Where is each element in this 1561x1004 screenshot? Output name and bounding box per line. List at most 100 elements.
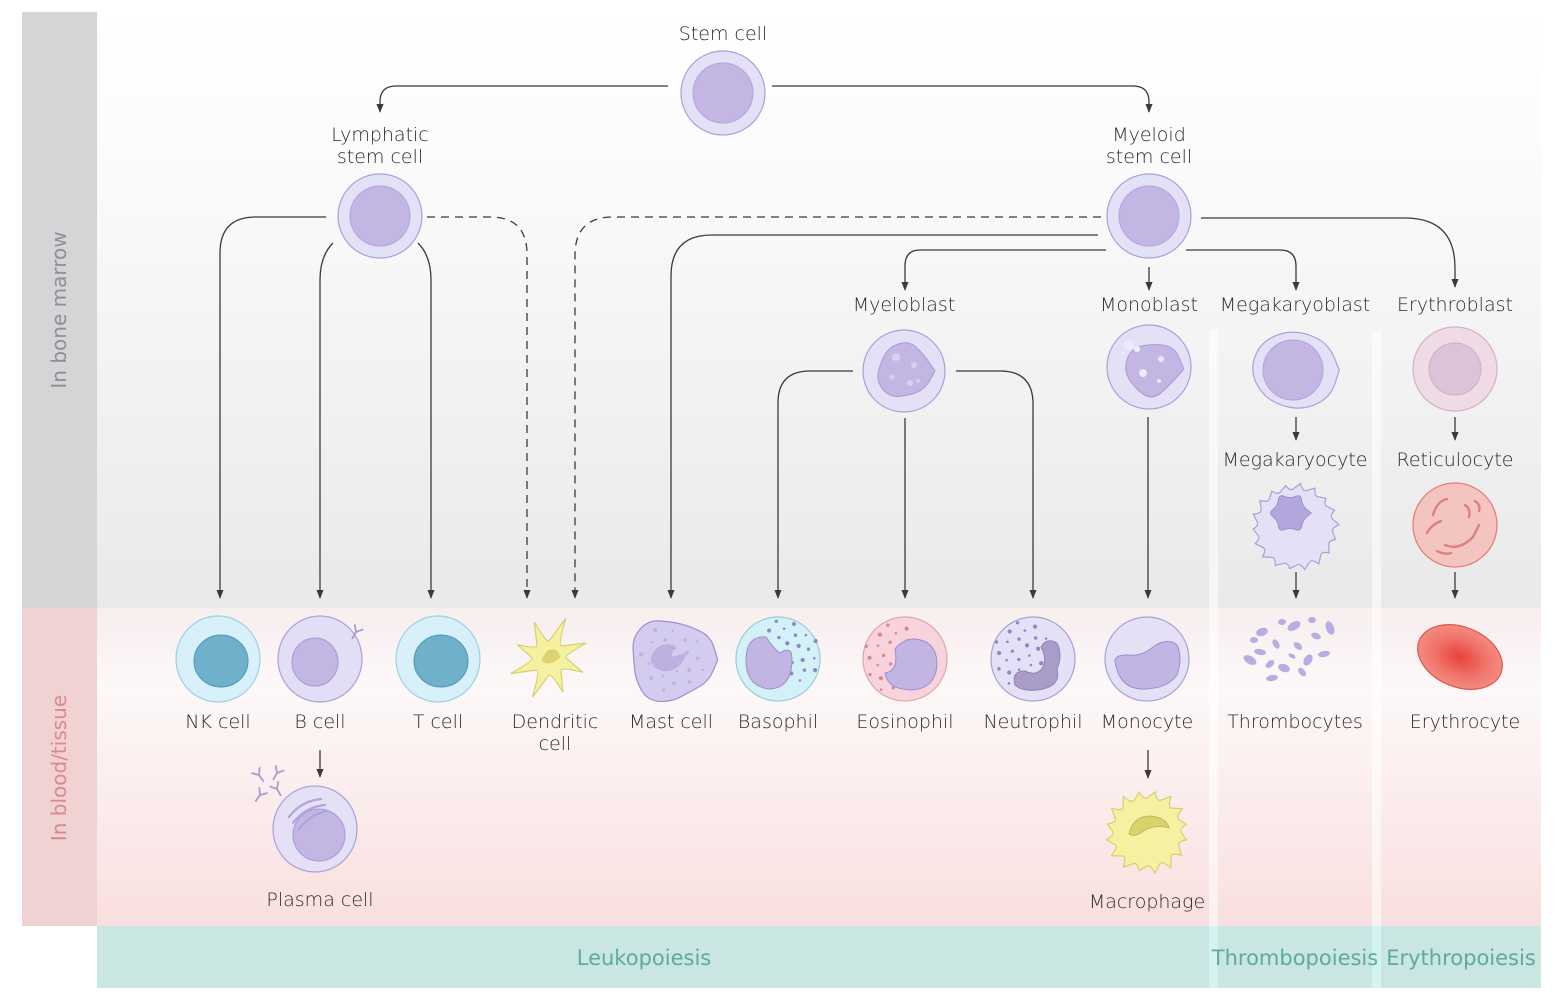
granule bbox=[766, 628, 772, 633]
granule bbox=[876, 663, 879, 667]
cell-label-macrophage: Macrophage bbox=[1089, 891, 1205, 913]
neutrophil-cell-icon bbox=[990, 616, 1076, 702]
monoblast-cell-icon bbox=[1106, 324, 1192, 410]
cell-label-erythrocyte: Erythrocyte bbox=[1410, 711, 1520, 733]
platelet bbox=[1318, 650, 1330, 658]
mast-cell-icon bbox=[632, 620, 719, 703]
granule bbox=[806, 647, 811, 651]
cell-label-tcell: T cell bbox=[413, 711, 463, 733]
edge-myeloid-to-megakaryoblast bbox=[1186, 249, 1300, 291]
cell-label-myeloid: stem cell bbox=[1106, 146, 1192, 168]
granule bbox=[649, 676, 654, 681]
macrophage-cell-icon bbox=[1105, 790, 1188, 875]
platelet bbox=[1287, 621, 1301, 631]
granule bbox=[876, 644, 880, 647]
granule bbox=[638, 652, 644, 657]
platelet bbox=[1278, 619, 1286, 625]
cell-label-basophil: Basophil bbox=[738, 711, 818, 733]
platelet bbox=[1256, 627, 1268, 637]
granule bbox=[687, 667, 692, 672]
cell-label-dendritic: Dendritic bbox=[512, 711, 599, 733]
edge-lymph-to-bcell bbox=[316, 242, 334, 599]
platelet bbox=[1311, 632, 1321, 640]
platelet bbox=[1325, 621, 1335, 635]
edge-myeloblast-to-neutrophil bbox=[956, 370, 1037, 599]
granule bbox=[1007, 682, 1011, 685]
platelet bbox=[1265, 660, 1275, 668]
monocyte-cell-icon bbox=[1104, 616, 1190, 702]
cell-node-neutrophil: Neutrophil bbox=[983, 616, 1083, 733]
myeloblast-cell-icon bbox=[862, 329, 946, 413]
granule bbox=[798, 679, 802, 682]
granule bbox=[1028, 654, 1031, 657]
cell-node-plasma: Plasma cell bbox=[251, 765, 374, 911]
cell-label-reticulocyte: Reticulocyte bbox=[1397, 449, 1514, 471]
granule bbox=[864, 644, 869, 648]
antibody-icon bbox=[269, 781, 282, 797]
cell-node-megakaryoblast: Megakaryoblast bbox=[1220, 294, 1370, 409]
granule bbox=[1007, 670, 1012, 675]
granule bbox=[796, 643, 801, 648]
granule bbox=[1023, 629, 1027, 632]
megakaryocyte-cell-icon bbox=[1252, 482, 1340, 571]
granule bbox=[888, 640, 892, 645]
cell-node-thrombocytes: Thrombocytes bbox=[1227, 617, 1363, 733]
cell-label-myeloblast: Myeloblast bbox=[853, 294, 956, 316]
blood-tissue-label: In blood/tissue bbox=[47, 695, 71, 841]
granule bbox=[802, 668, 807, 672]
granule bbox=[800, 657, 805, 663]
granule bbox=[671, 681, 676, 686]
granule bbox=[994, 640, 999, 644]
granule bbox=[647, 662, 651, 665]
granule bbox=[650, 640, 653, 644]
granule bbox=[675, 669, 679, 673]
lymphocyte-blue-cell-icon bbox=[175, 615, 261, 703]
erythropoiesis-label: Erythropoiesis bbox=[1386, 946, 1536, 970]
cell-label-bcell: B cell bbox=[294, 711, 345, 733]
granule bbox=[1033, 636, 1038, 640]
granule bbox=[879, 688, 883, 691]
erythrocyte-cell-icon bbox=[1417, 624, 1503, 690]
megakaryoblast-cell-icon bbox=[1252, 331, 1341, 409]
granule bbox=[695, 656, 700, 661]
granule bbox=[777, 635, 781, 640]
cell-node-monocyte: Monocyte bbox=[1101, 616, 1193, 733]
erythroblast-cell-icon bbox=[1412, 326, 1498, 412]
blood-tissue-band bbox=[22, 608, 97, 926]
antibody-icon bbox=[251, 767, 265, 783]
antibody-icon bbox=[254, 787, 268, 803]
granule bbox=[661, 688, 666, 692]
cell-node-mast: Mast cell bbox=[629, 620, 719, 733]
granule bbox=[661, 674, 665, 677]
granule bbox=[683, 638, 687, 642]
erythropoiesis-band bbox=[1381, 926, 1541, 988]
granule bbox=[1039, 661, 1044, 666]
granule bbox=[663, 638, 668, 642]
leukopoiesis-label: Leukopoiesis bbox=[577, 946, 711, 970]
granule bbox=[1044, 637, 1048, 640]
cell-label-nk: NK cell bbox=[185, 711, 250, 733]
cell-node-bcell: B cell bbox=[277, 615, 364, 733]
platelets-cell-icon bbox=[1243, 617, 1335, 682]
granule bbox=[687, 680, 692, 684]
granule bbox=[1010, 649, 1015, 653]
granule bbox=[791, 621, 797, 627]
stem-cell-icon bbox=[680, 50, 766, 136]
granule bbox=[886, 623, 890, 627]
granule bbox=[894, 631, 898, 635]
platelet bbox=[1272, 639, 1280, 649]
granule bbox=[997, 667, 1001, 671]
granule bbox=[1006, 640, 1009, 644]
cell-node-monoblast: Monoblast bbox=[1100, 294, 1198, 410]
cell-node-eosinophil: Eosinophil bbox=[856, 616, 954, 733]
cell-node-erythroblast: Erythroblast bbox=[1397, 294, 1513, 412]
reticulocyte-cell-icon bbox=[1412, 482, 1498, 568]
platelet bbox=[1293, 642, 1303, 650]
footer-divider bbox=[1209, 926, 1218, 988]
granule bbox=[997, 650, 1002, 656]
granule bbox=[1005, 658, 1008, 662]
granule bbox=[1029, 663, 1033, 667]
